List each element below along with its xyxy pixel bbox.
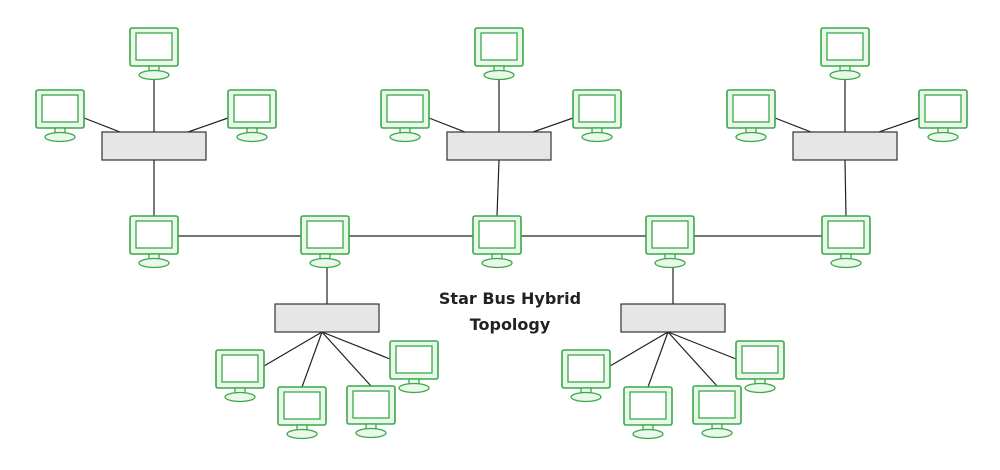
lower-hub-1-computer-near-right (346, 385, 396, 439)
monitor-screen (741, 345, 779, 374)
upper-hub-3-cable-left (774, 117, 812, 133)
monitor-base (483, 69, 515, 81)
monitor-base (389, 131, 421, 143)
monitor-screen (395, 345, 433, 374)
monitor-screen (827, 220, 865, 249)
lower-hub-2-computer-near-right (692, 385, 742, 439)
hubs (101, 131, 898, 333)
monitor-screen (698, 390, 736, 419)
monitor-base (286, 428, 318, 440)
monitor-base (581, 131, 613, 143)
monitor-base (701, 427, 733, 439)
monitor-base (224, 391, 256, 403)
monitor-screen (732, 94, 770, 123)
monitor-screen (480, 32, 518, 61)
monitor-screen (578, 94, 616, 123)
upper-hub-1-computer-left (35, 89, 85, 143)
monitor-screen (826, 32, 864, 61)
monitor-screen (567, 354, 605, 383)
upper-hub-3-computer-left (726, 89, 776, 143)
diagram-title-line-2: Topology (470, 315, 551, 334)
lower-hub-2-computer-near-left (623, 386, 673, 440)
monitor-base (830, 257, 862, 269)
monitor-base (355, 427, 387, 439)
monitor-screen (221, 354, 259, 383)
lower-hub-2-cable-far-right (667, 331, 737, 360)
upper-hub-3-computer-top (820, 27, 870, 81)
monitor-screen (135, 32, 173, 61)
lower-hub-2-computer-far-left (561, 349, 611, 403)
monitor-base (309, 257, 341, 269)
upper-hub-2-computer-left (380, 89, 430, 143)
monitor-base (44, 131, 76, 143)
monitor-screen (352, 390, 390, 419)
monitor-base (927, 131, 959, 143)
monitor-base (632, 428, 664, 440)
upper-hub-1-computer-right (227, 89, 277, 143)
upper-hub-3 (792, 131, 898, 161)
monitor-screen (478, 220, 516, 249)
bus-computer-3 (472, 215, 522, 269)
network-cables (83, 76, 920, 388)
lower-hub-1-computer-near-left (277, 386, 327, 440)
lower-hub-2-cable-near-left (647, 331, 669, 388)
upper-hub-1-computer-top (129, 27, 179, 81)
lower-hub-2-cable-near-right (667, 331, 718, 387)
bus-computer-5 (821, 215, 871, 269)
lower-hub-2 (620, 303, 726, 333)
upper-hub-2 (446, 131, 552, 161)
monitor-base (744, 382, 776, 394)
monitor-base (654, 257, 686, 269)
bus-computer-2 (300, 215, 350, 269)
lower-hub-1-computer-far-right (389, 340, 439, 394)
monitor-base (236, 131, 268, 143)
monitor-base (735, 131, 767, 143)
monitor-screen (386, 94, 424, 123)
diagram-title-line-1: Star Bus Hybrid (439, 289, 581, 308)
monitor-screen (283, 391, 321, 420)
upper-hub-2-computer-right (572, 89, 622, 143)
upper-hub-2-cable-right (532, 117, 574, 133)
lower-hub-1-computer-far-left (215, 349, 265, 403)
monitor-base (570, 391, 602, 403)
monitor-screen (924, 94, 962, 123)
monitor-screen (233, 94, 271, 123)
upper-hub-1-cable-right (187, 117, 229, 133)
upper-hub-2-computer-top (474, 27, 524, 81)
lower-hub-2-cable-far-left (609, 331, 669, 367)
monitor-base (398, 382, 430, 394)
monitor-screen (135, 220, 173, 249)
lower-hub-2-computer-far-right (735, 340, 785, 394)
lower-hub-1-cable-far-right (321, 331, 391, 360)
upper-hub-1 (101, 131, 207, 161)
upper-hub-3-cable-right (878, 117, 920, 133)
upper-hub-2-cable-left (428, 117, 466, 133)
monitor-base (481, 257, 513, 269)
bus-computer-4 (645, 215, 695, 269)
upper-hub-3-computer-right (918, 89, 968, 143)
computers (35, 27, 968, 440)
monitor-base (138, 69, 170, 81)
lower-hub-1-cable-far-left (263, 331, 323, 367)
upper-hub-2-uplink-cable (496, 159, 500, 217)
monitor-screen (41, 94, 79, 123)
lower-hub-1-cable-near-left (301, 331, 323, 388)
monitor-screen (306, 220, 344, 249)
monitor-base (829, 69, 861, 81)
monitor-screen (651, 220, 689, 249)
monitor-base (138, 257, 170, 269)
lower-hub-1-cable-near-right (321, 331, 372, 387)
bus-computer-1 (129, 215, 179, 269)
upper-hub-3-uplink-cable (844, 159, 847, 217)
monitor-screen (629, 391, 667, 420)
lower-hub-1 (274, 303, 380, 333)
upper-hub-1-cable-left (83, 117, 121, 133)
